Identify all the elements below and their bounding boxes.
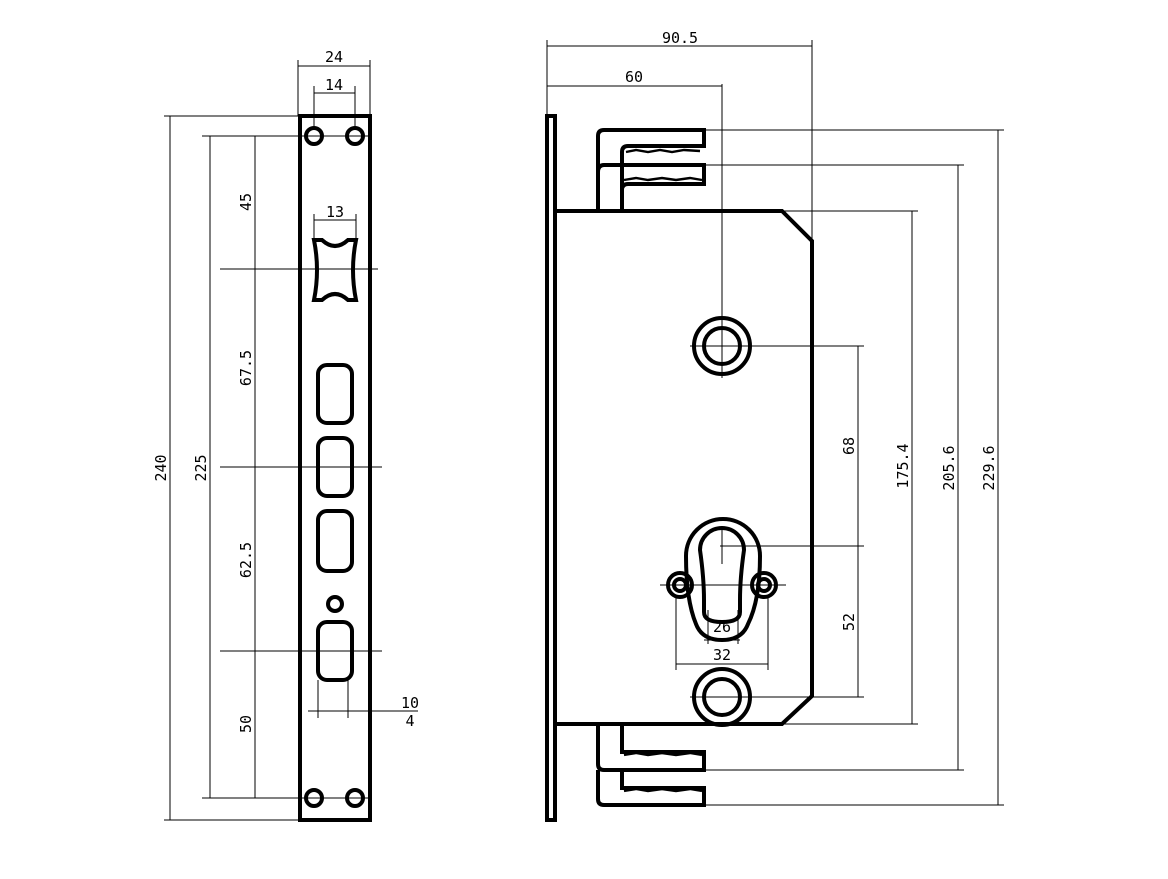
svg-text:205.6: 205.6 [940,445,958,490]
lower-hole [690,667,864,727]
dim-cylinder-screws: 32 [675,597,769,670]
faceplate-small-hole [326,595,344,613]
dim-overall-span: 229.6 [704,129,1004,806]
svg-text:14: 14 [325,76,343,94]
dim-slot-width: 13 [313,203,357,240]
faceplate-outline [298,114,372,822]
latch-lower [596,770,706,807]
dim-bolt-span: 205.6 [704,164,964,771]
lock-body-view: 90.5 60 68 52 175.4 205.6 [545,29,1004,822]
faceplate-view: 24 14 13 240 225 [152,48,419,822]
svg-text:4: 4 [405,712,414,730]
deadbolt-lower [596,724,706,772]
svg-text:90.5: 90.5 [662,29,698,47]
dim-offset: 10 4 [308,680,419,730]
bolt-slot-3 [316,509,354,573]
svg-text:26: 26 [713,618,731,636]
dim-cylinder-inner: 26 [704,610,740,644]
svg-text:225: 225 [192,454,210,481]
dim-handle-to-cylinder: 68 [840,346,859,546]
svg-text:10: 10 [401,694,419,712]
svg-text:24: 24 [325,48,343,66]
svg-text:60: 60 [625,68,643,86]
deadbolt-upper [596,163,706,211]
dim-width: 24 [297,48,371,116]
svg-text:240: 240 [152,454,170,481]
svg-text:67.5: 67.5 [237,350,255,386]
svg-text:52: 52 [840,613,858,631]
svg-text:32: 32 [713,646,731,664]
svg-text:50: 50 [237,715,255,733]
svg-text:229.6: 229.6 [980,445,998,490]
latch-tongue [596,128,706,211]
svg-text:175.4: 175.4 [894,443,912,488]
lock-case-outline [555,209,814,726]
front-plate-edge [545,114,557,822]
dim-cylinder-to-lower: 52 [840,546,859,697]
dim-overall-height: 240 [152,115,300,821]
svg-text:68: 68 [840,437,858,455]
dim-backset: 60 [547,68,722,87]
dim-case-height: 175.4 [782,210,918,725]
dim-backset-total: 90.5 [546,29,813,241]
dim-chain: 45 67.5 62.5 50 [237,136,256,798]
latch-slot [311,238,359,302]
dim-hole-spacing: 14 [313,76,356,128]
cylinder-cutout [660,517,864,643]
handle-hole [690,84,864,378]
dim-hole-pitch: 225 [192,135,314,799]
bolt-slot-1 [316,363,354,425]
svg-text:62.5: 62.5 [237,542,255,578]
svg-text:13: 13 [326,203,344,221]
svg-text:45: 45 [237,193,255,211]
